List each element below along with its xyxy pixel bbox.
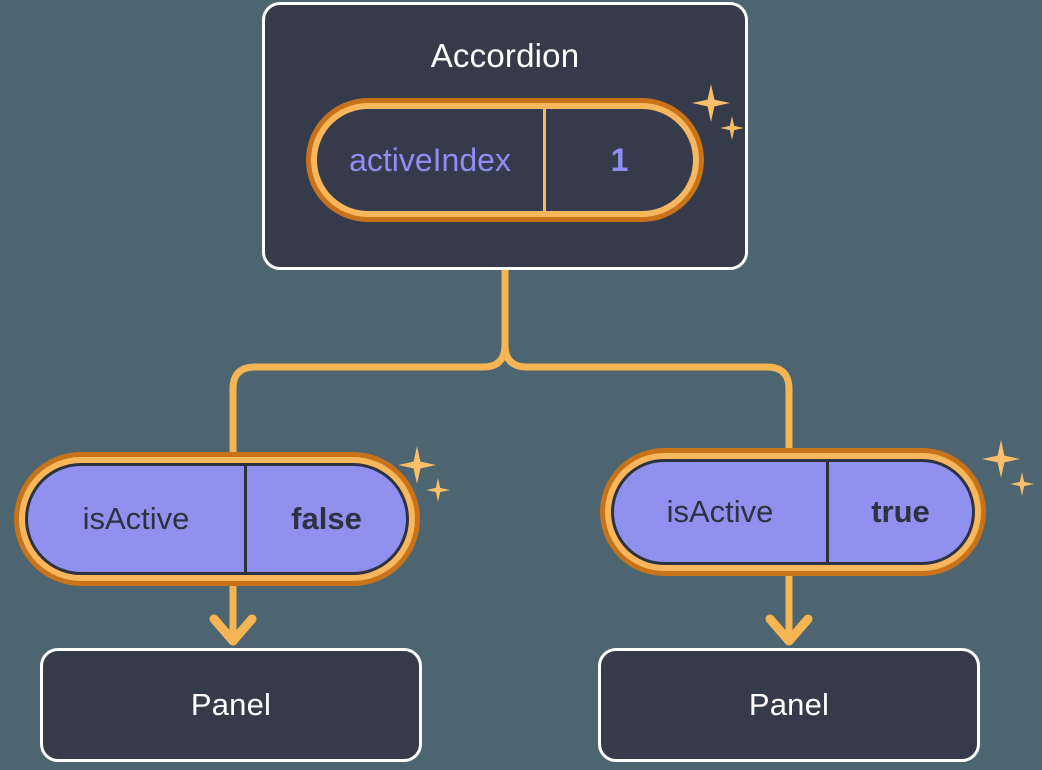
- state-pill-active-index[interactable]: activeIndex 1: [306, 98, 704, 222]
- state-key-is-active-right: isActive: [614, 462, 829, 562]
- connector-branch-right: [501, 341, 793, 452]
- accordion-title: Accordion: [430, 37, 580, 74]
- state-pill-body: isActive true: [611, 459, 975, 565]
- sparkle-group-right: [982, 440, 1042, 510]
- state-pill-is-active-false[interactable]: isActive false: [14, 452, 420, 586]
- state-key-active-index: activeIndex: [317, 109, 546, 211]
- panel-component-card-right[interactable]: Panel: [598, 648, 980, 762]
- state-key-is-active-left: isActive: [28, 466, 247, 572]
- state-pill-ring: isActive true: [605, 453, 981, 571]
- sparkle-icon: [982, 440, 1020, 478]
- connector-branch-left: [229, 341, 509, 456]
- state-pill-ring: isActive false: [19, 457, 415, 581]
- state-value-is-active-left: false: [291, 501, 362, 536]
- state-pill-is-active-true[interactable]: isActive true: [600, 448, 986, 576]
- sparkle-small-icon: [1010, 472, 1034, 496]
- state-pill-body: isActive false: [25, 463, 409, 575]
- state-value-is-active-right: true: [871, 494, 930, 529]
- arrow-down-icon-left: [209, 582, 257, 646]
- state-pill-body: activeIndex 1: [317, 109, 693, 211]
- arrow-down-icon-right: [765, 572, 813, 646]
- panel-title-left: Panel: [190, 687, 272, 722]
- sparkle-small-icon: [426, 478, 450, 502]
- panel-title-right: Panel: [748, 687, 830, 722]
- state-pill-ring: activeIndex 1: [311, 103, 699, 217]
- panel-component-card-left[interactable]: Panel: [40, 648, 422, 762]
- state-value-active-index: 1: [610, 141, 629, 178]
